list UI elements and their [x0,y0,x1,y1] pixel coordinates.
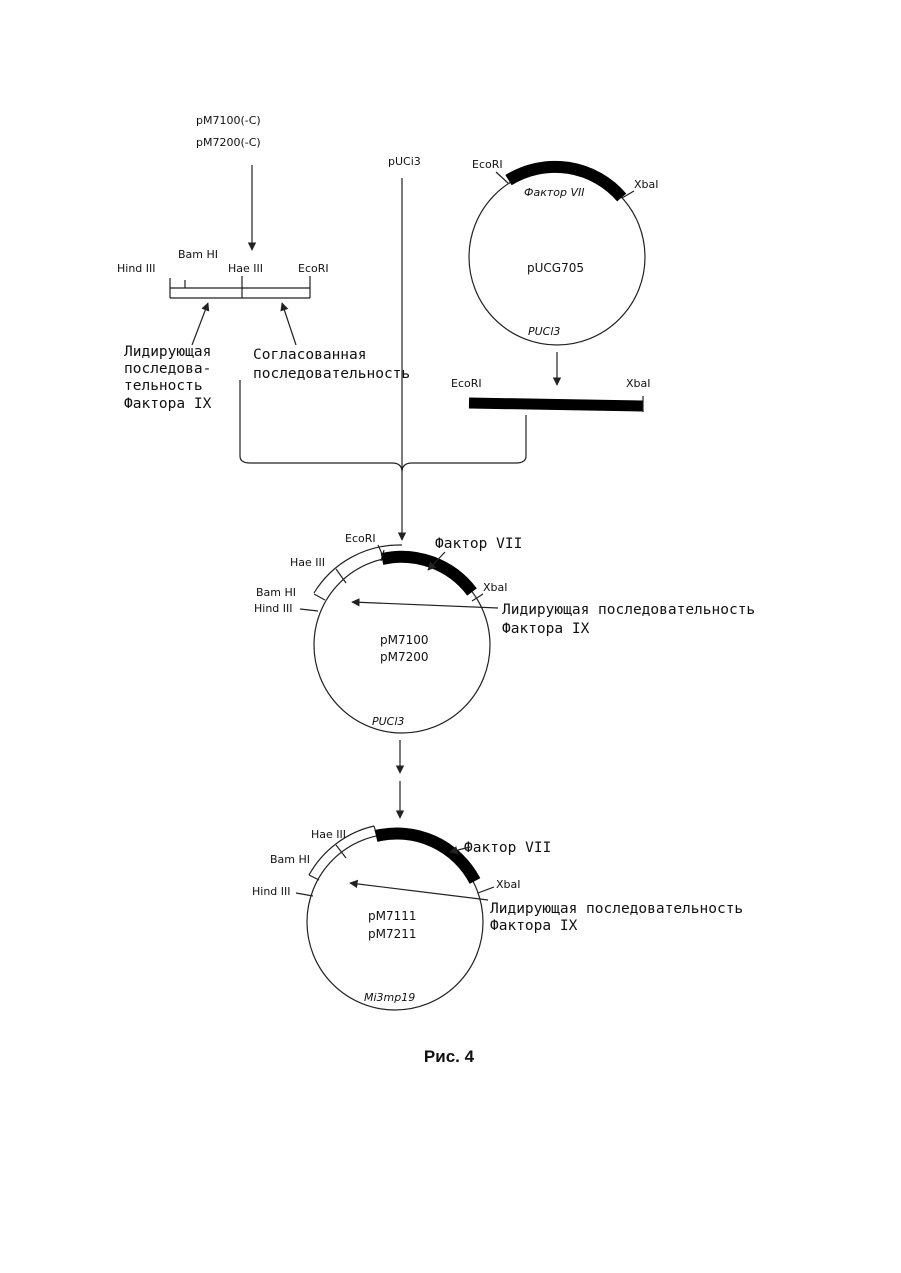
leader-label-line-3: тельность [124,378,203,394]
pm7100-bam-site: Bam HI [256,586,296,599]
pm7100-name-1: pM7100 [380,633,429,647]
pm7100-leader-label-2: Фактора IX [502,621,590,637]
fragment-site-bam: Bam HI [178,248,218,261]
pm7111-hind-site: Hind III [252,885,291,898]
linear-fragment [170,276,310,298]
consensus-pointer-arrow [282,303,296,345]
pm7111-name-1: pM7111 [368,909,417,923]
pucg705-ecori-site: EcoRI [472,158,503,171]
pucg705-name: pUCG705 [527,261,584,275]
pm7111-name-2: pM7211 [368,927,417,941]
pm7111-xbai-site: XbaI [496,878,521,891]
pm7111-leader-label-2: Фактора IX [490,918,578,934]
pm7100-leader-pointer [352,602,498,608]
leader-pointer-arrow [192,303,208,345]
leader-label-line-2: последова- [124,361,211,377]
pm7111-factor7-segment [376,833,475,881]
pm7100-hae-site: Hae III [290,556,325,569]
pucg705-xbai-site: XbaI [634,178,659,191]
fragment-site-ecori: EcoRI [298,262,329,275]
pucg705-backbone: PUCl3 [528,325,560,338]
pm7100-hind-tick [300,609,318,611]
pm7100-leader-band-end [314,594,325,600]
pucg705-factor-label: Фактор VII [524,186,584,199]
pm7100-backbone: PUCl3 [372,715,404,728]
pm7100-ecori-site: EcoRI [345,532,376,545]
fragment2-ecori-label: EcoRI [451,377,482,390]
ligation-bracket [240,380,526,472]
pm7111-leader-pointer [350,883,488,900]
pm7111-xbai-tick [478,887,494,893]
fragment2-xbai-label: XbaI [626,377,651,390]
consensus-label-line-1: Согласованная [253,347,367,363]
fragment-site-hind: Hind III [117,262,156,275]
pm7100-xbai-site: XbaI [483,581,508,594]
pm7100-hind-site: Hind III [254,602,293,615]
fragment-site-hae: Hae III [228,262,263,275]
pm7111-leader-label-1: Лидирующая последовательность [490,901,743,917]
pm7111-bam-site: Bam HI [270,853,310,866]
pm7111-leader-band-end [309,875,319,880]
insert-label-pm7200c: pM7200(-C) [196,136,261,149]
puc13-label: pUCi3 [388,155,421,168]
consensus-label-line-2: последовательность [253,366,410,382]
leader-label-line-4: Фактора IX [124,396,212,412]
factor7-fragment-bar [469,403,643,406]
pm7111-factor-label: Фактор VII [464,840,551,856]
pm7111-backbone: Mi3mp19 [364,991,415,1004]
insert-label-pm7100c: pM7100(-C) [196,114,261,127]
leader-label-line-1: Лидирующая [124,344,211,360]
figure-caption: Рис. 4 [424,1047,475,1066]
pucg705-ecori-tick [496,172,508,183]
pm7100-factor7-segment [382,557,472,592]
pm7100-name-2: pM7200 [380,650,429,664]
pm7111-hae-site: Hae III [311,828,346,841]
pm7100-factor-label: Фактор VII [435,536,522,552]
pm7100-leader-label-1: Лидирующая последовательность [502,602,755,618]
pm7111-hind-tick [296,893,313,896]
